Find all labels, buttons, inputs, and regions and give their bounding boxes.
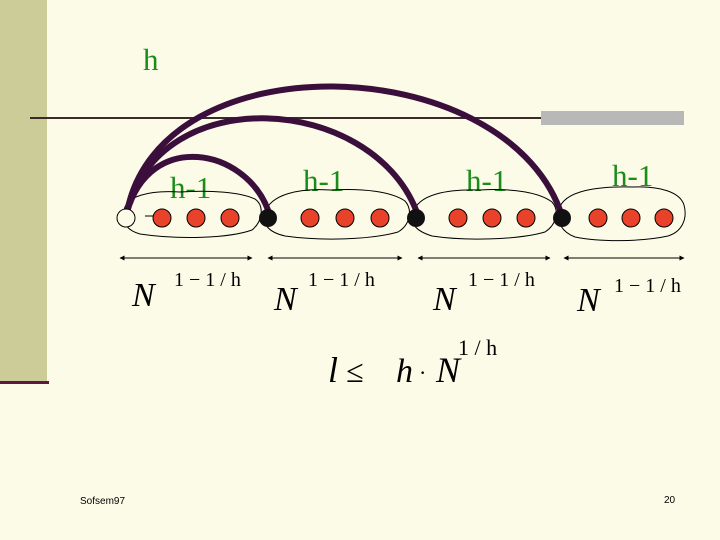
arc-to-group-4 (124, 83, 563, 215)
red-node (186, 208, 206, 228)
bound-formula-base: N (435, 350, 462, 390)
size-formula-exponent-1: 1 − 1 / h (174, 269, 241, 291)
size-formula-base-4: N (576, 282, 602, 319)
red-node (300, 208, 320, 228)
footer-left-text: Sofsem97 (80, 496, 126, 507)
size-formula-base-2: N (273, 281, 299, 318)
bound-formula-lhs: l (328, 350, 338, 390)
size-formula-exponent-4: 1 − 1 / h (614, 275, 681, 297)
red-node (654, 208, 674, 228)
bound-formula-exponent: 1 / h (458, 335, 497, 360)
red-node (588, 208, 608, 228)
root-node (116, 208, 136, 228)
red-node (220, 208, 240, 228)
size-formula-base-3: N (432, 281, 458, 318)
size-formula-base-1: N (131, 277, 157, 314)
black-node (553, 209, 571, 227)
title-rule (30, 117, 684, 119)
bound-formula-dot: · (419, 360, 426, 385)
group-outline-4 (557, 186, 686, 242)
sidebar-underline (0, 381, 49, 384)
red-node (448, 208, 468, 228)
size-formula-exponent-3: 1 − 1 / h (468, 269, 535, 291)
group-label-3: h-1 (466, 163, 508, 198)
bound-formula-factor: h (396, 353, 413, 390)
red-node (482, 208, 502, 228)
page-number: 20 (664, 495, 676, 506)
arc-to-group-3 (124, 115, 419, 215)
black-node (259, 209, 277, 227)
size-formula-exponent-2: 1 − 1 / h (308, 269, 375, 291)
red-node (152, 208, 172, 228)
group-label-2: h-1 (303, 163, 345, 198)
top-level-label: h (143, 42, 159, 77)
group-label-4: h-1 (612, 158, 654, 193)
red-node (516, 208, 536, 228)
group-label-1: h-1 (170, 170, 212, 205)
red-node (370, 208, 390, 228)
red-node (335, 208, 355, 228)
bound-formula-relation: ≤ (346, 353, 364, 389)
sidebar-band (0, 0, 47, 384)
black-node (407, 209, 425, 227)
red-node (621, 208, 641, 228)
title-rule-accent (541, 111, 684, 125)
